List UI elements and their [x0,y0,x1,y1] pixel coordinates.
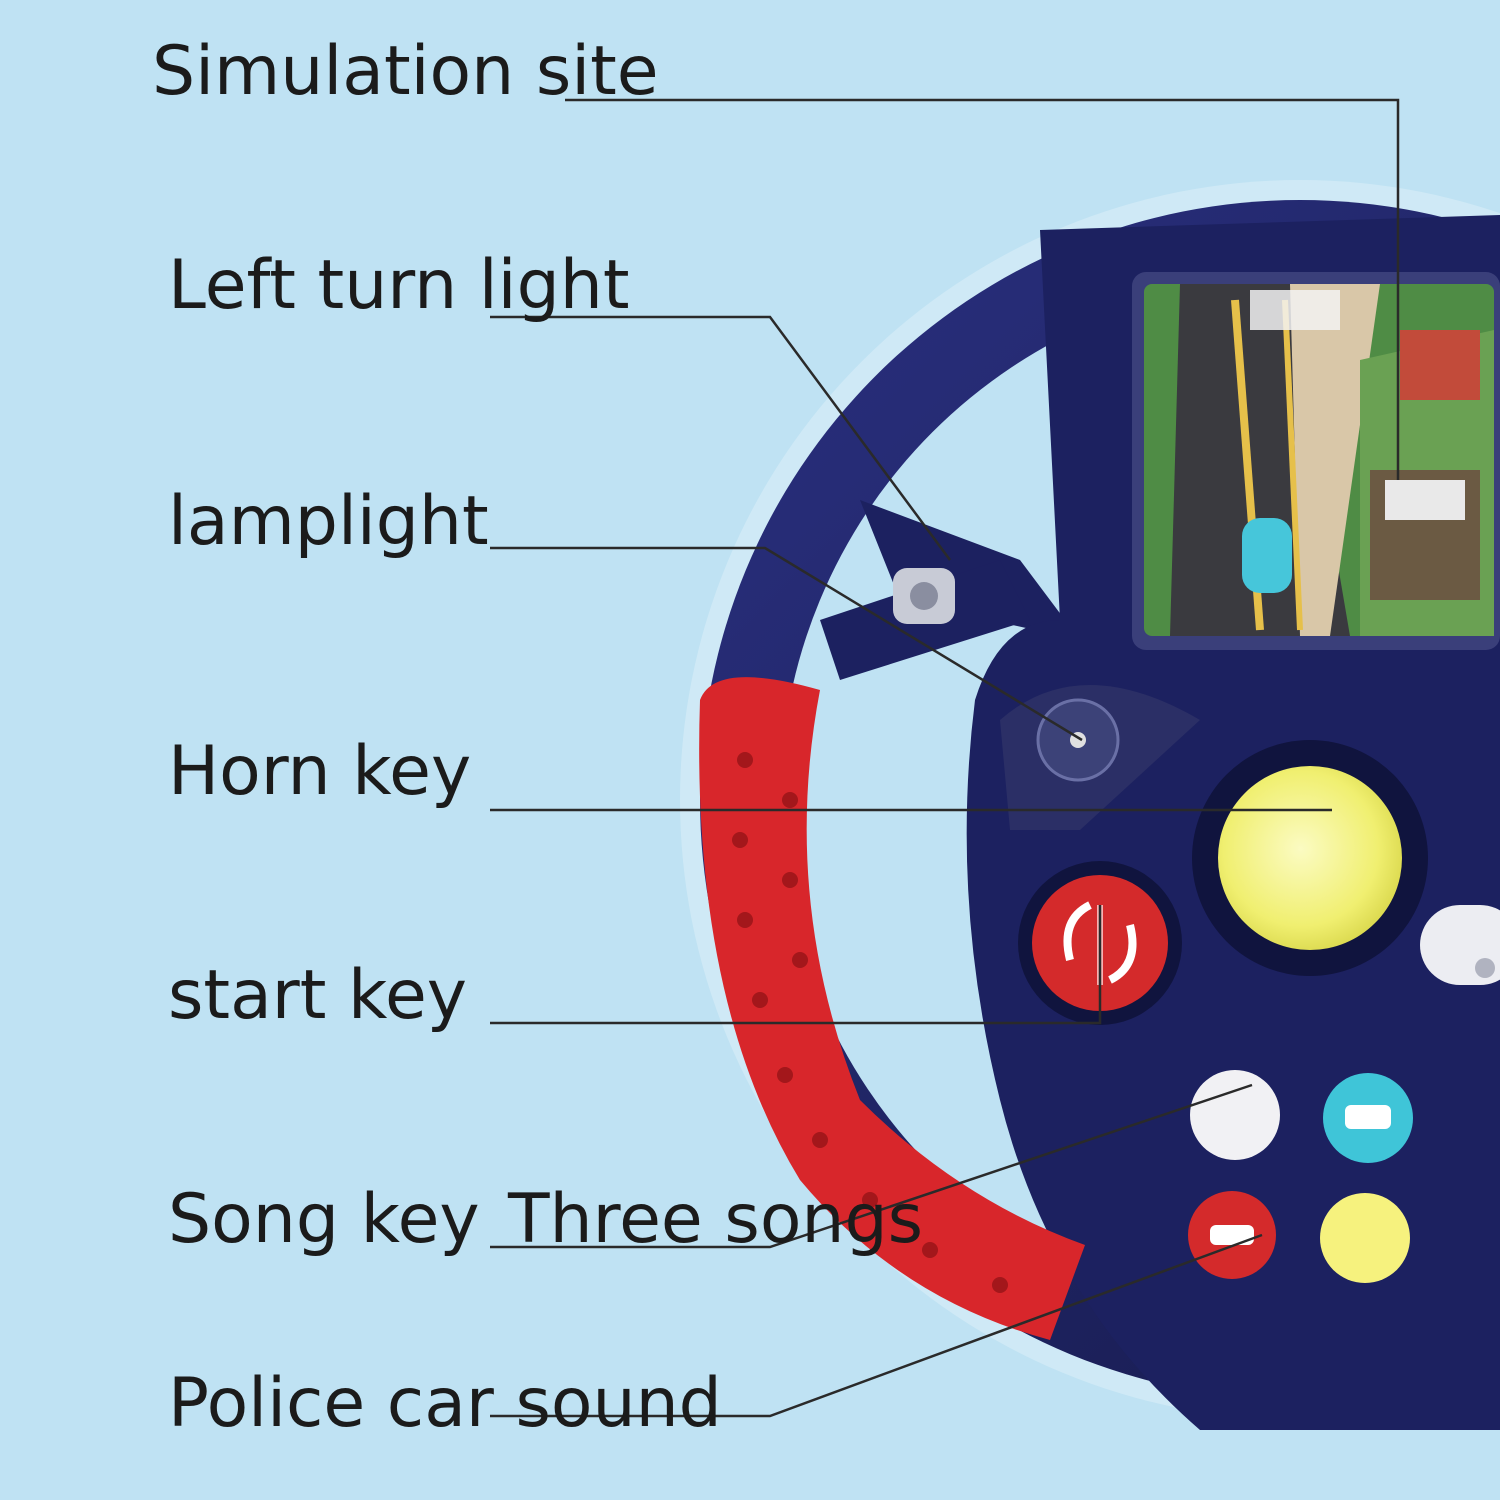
label-simulation-site: Simulation site [152,32,659,111]
label-lamplight: lamplight [168,482,489,561]
horn-button [1192,740,1428,976]
leader-simulation-site [565,98,1400,480]
song-button [1190,1070,1280,1160]
left-turn-light-button [893,568,955,624]
label-start-key: start key [168,956,468,1035]
red-grip [699,677,1085,1340]
leader-start-key [490,905,1102,1025]
leader-song-key [490,1083,1253,1249]
label-police-car-sound: Police car sound [168,1364,722,1443]
police-car-button [1188,1191,1276,1279]
leader-lamplight [490,546,1083,742]
leader-lines [490,98,1400,1418]
label-song-key: Song key [168,1180,480,1259]
leader-left-turn-light [490,315,952,561]
simulation-screen [1132,272,1500,650]
sound-button-cyan [1323,1073,1413,1163]
label-left-turn-light: Left turn light [168,246,630,325]
side-knob [1420,905,1500,985]
label-horn-key: Horn key [168,732,472,811]
leader-police-car-sound [490,1233,1263,1418]
label-three-songs: Three songs [508,1180,924,1259]
light-button-yellow [1320,1193,1410,1283]
